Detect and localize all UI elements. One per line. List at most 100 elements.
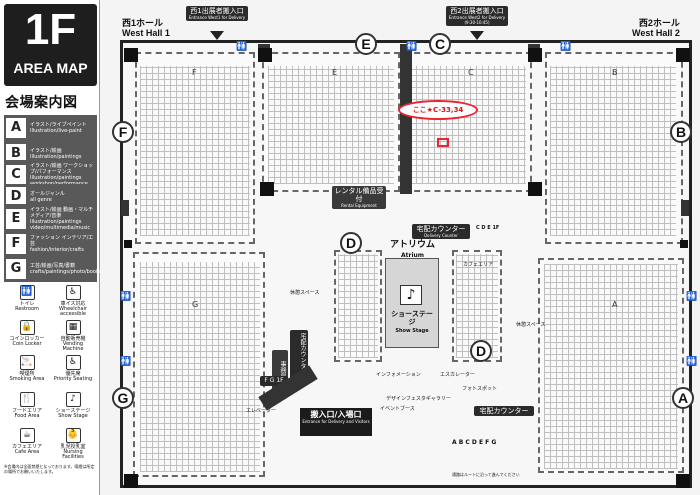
restroom-icon: 🚻 [686,292,698,302]
zone-g [133,252,265,477]
legend-key: A [6,118,26,138]
pillar [124,240,132,248]
zone-a [538,258,684,473]
delivery-entrance-west2: 西2出展者搬入口 Entrance West2 for Delivery (9:… [446,6,508,26]
delivery-entrance-west1: 西1出展者搬入口 Entrance West1 for Delivery [186,6,248,21]
design-festa-label: デザインフェスタギャラリー [386,396,451,402]
legend-jp: ファッション インテリア/工芸 [30,235,94,247]
event-booth-label: イベントブース [380,406,415,412]
restroom-icon: 🚻 [236,42,248,52]
area-map-label: AREA MAP [13,60,88,76]
arrow-down-icon [210,31,224,40]
pillar [676,48,690,62]
pillar [124,48,138,62]
door [681,200,689,216]
zone-letter: G [192,300,199,309]
restroom-icon: 🚻 [686,357,698,367]
zone-circle-d: D [470,340,492,362]
floor-logo: 1F AREA MAP [4,4,97,86]
elevator-label: エレベーター [246,408,277,414]
legend-key: F [6,234,26,254]
legend-en: crafts/paintings/photo/books [30,269,102,275]
venue-title: 会場案内図 [5,95,78,111]
booth-grid [410,66,526,184]
cafe-label: カフェエリア [463,262,494,268]
legend-key: D [6,187,26,207]
pillar [676,474,690,488]
booth-grid [268,66,394,184]
zone-circle-e: E [355,33,377,55]
legend-en: all genre [30,197,52,203]
booth-highlight [437,138,449,147]
coin-locker-icon: 🔒 [19,320,35,335]
legend-en: Illustration/paintings [30,154,82,160]
zone-circle-b: B [670,121,692,143]
zone-letter: B [612,68,618,77]
abcdefg-label: A B C D E F G [452,439,497,446]
zone-letter: A [612,300,618,309]
legend-jp: イラスト/絵画 [30,148,62,154]
zone-circle-c: C [429,33,451,55]
restroom-icon: 🚻 [406,42,418,52]
zone-d-left [334,250,382,362]
zone-c [404,52,532,192]
zone-circle-g: G [112,387,134,409]
escalator-label: エスカレーター [440,372,476,378]
zone-e [262,52,400,192]
smoking-note: ※会場内は全面禁煙となっております。喫煙は所定の場所でお願いいたします。 [4,464,95,474]
legend-en: Illustration/paintings video/multimedia/… [30,219,91,231]
zone-letter: E [332,68,338,77]
music-note-icon: ♪ [400,285,422,305]
zone-circle-a: A [672,387,694,409]
zone-circle-f: F [112,121,134,143]
cafe-icon: ☕ [19,428,35,443]
main-entrance: 搬入口/入場口 Entrance for Delivery and Visito… [300,408,372,436]
delivery-counter-bottom: 宅配カウンター [474,406,534,416]
pillar [124,474,138,488]
food-icon: 🍴 [19,392,35,407]
zone-b [545,52,683,244]
legend-key: B [6,144,26,164]
hall-divider [400,44,412,194]
legend-jp: 工芸/絵画/写真/書籍 [30,263,76,269]
delivery-counter-side: 宅配カウンター [290,330,308,378]
cde-label: C D E 1F [476,225,500,231]
nursing-icon: 👶 [65,428,81,443]
pillar [680,240,688,248]
pillar [528,182,542,196]
priority-seat-icon: ♿ [65,355,81,370]
zone-letter: C [468,68,474,77]
restroom-icon: 🚻 [120,292,132,302]
arrow-down-icon [470,31,484,40]
booth-grid [140,262,260,472]
wheelchair-icon: ♿ [65,285,81,300]
restroom-icon: 🚻 [560,42,572,52]
legend-en: Illustration/live-paint [30,128,82,134]
door [121,200,129,216]
legend-en: fashion/interior/crafts [30,247,84,253]
booth-grid [550,66,676,236]
smoking-icon: 🚬 [19,355,35,370]
booth-grid [544,264,678,469]
floor-number: 1F [24,5,77,54]
vending-icon: ▦ [65,320,81,335]
show-stage-icon: ♪ [65,392,81,407]
zone-f [135,52,255,244]
